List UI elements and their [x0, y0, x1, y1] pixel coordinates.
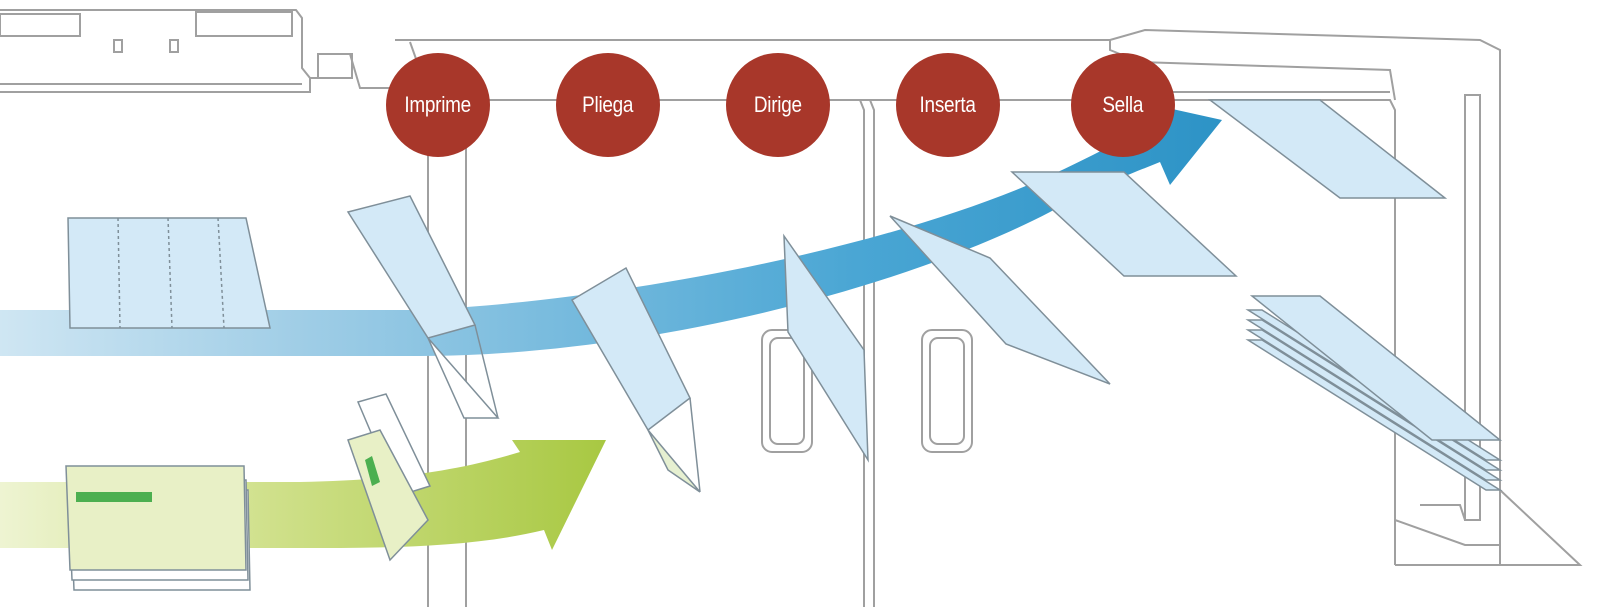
paper-sheets [67, 99, 1503, 493]
flat-sheet [67, 217, 271, 329]
stage-badge-dirige: Dirige [726, 53, 830, 157]
stage-label-dirige: Dirige [754, 92, 802, 117]
envelope-output-stack [1245, 295, 1503, 491]
stage-badge-inserta: Inserta [896, 53, 1000, 157]
insert-folded [347, 393, 432, 562]
folded-sheet-3 [783, 233, 869, 463]
insert-stack [65, 465, 251, 591]
envelope-sealed [1010, 171, 1238, 277]
stage-label-pliega: Pliega [582, 92, 634, 117]
stage-label-inserta: Inserta [919, 92, 977, 117]
envelope-output-top [1207, 99, 1448, 199]
insert-sheets [65, 393, 432, 591]
stage-label-sella: Sella [1102, 92, 1144, 117]
stage-badge-pliega: Pliega [556, 53, 660, 157]
stage-badge-imprime: Imprime [386, 53, 490, 157]
stage-label-imprime: Imprime [404, 92, 472, 117]
stage-badge-sella: Sella [1071, 53, 1175, 157]
envelope-insert [889, 215, 1111, 385]
